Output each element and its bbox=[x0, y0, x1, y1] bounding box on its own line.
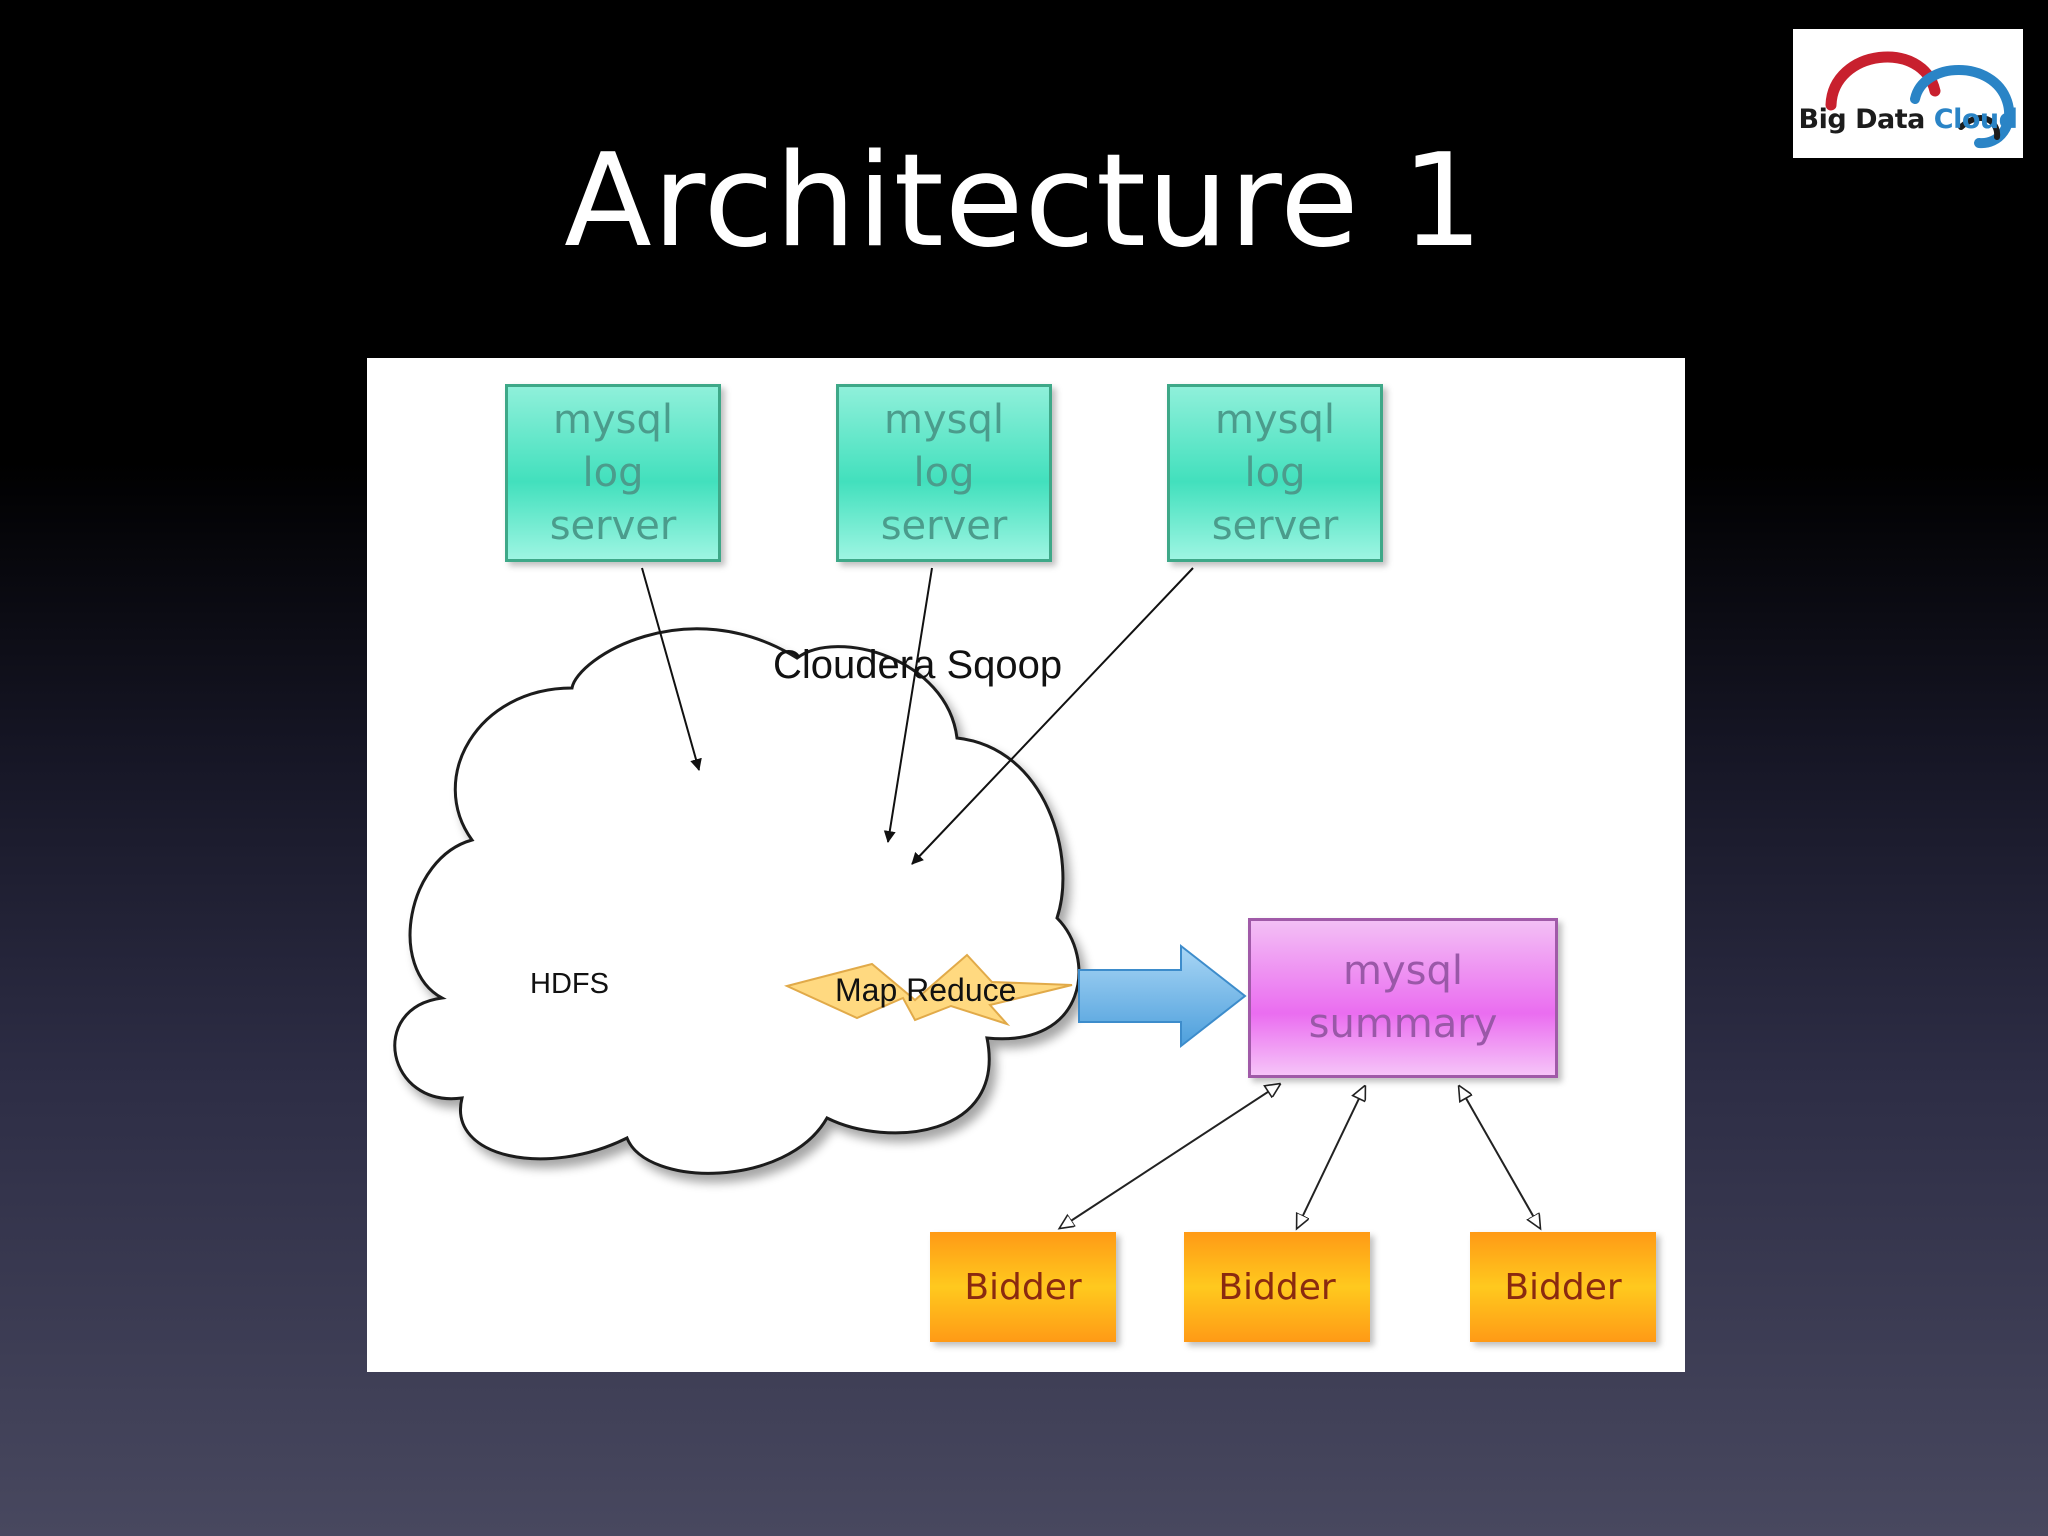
arrow-source-3-to-hdfs bbox=[911, 567, 1194, 865]
export-arrow-icon bbox=[1078, 943, 1247, 1049]
slide-title: Architecture 1 bbox=[564, 127, 1484, 276]
mysql-log-server-3-label: mysql log server bbox=[1211, 396, 1339, 549]
cloudera-sqoop-label: Cloudera Sqoop bbox=[773, 643, 1063, 687]
link-summary-bidder-3 bbox=[1459, 1086, 1540, 1228]
diagram-connectors bbox=[393, 567, 1685, 1372]
hdfs-label: HDFS bbox=[530, 968, 609, 1000]
mysql-summary-label: mysql summary bbox=[1308, 948, 1498, 1047]
big-data-cloud-logo: Big Data Cloud bbox=[1793, 29, 2023, 158]
hdfs-cloud-shape bbox=[393, 627, 1081, 1175]
mysql-log-server-2-label: mysql log server bbox=[880, 396, 1008, 549]
logo-word-big-data: Big Data bbox=[1798, 104, 1926, 135]
link-summary-bidder-1 bbox=[1060, 1084, 1280, 1228]
mysql-log-server-3: mysql log server bbox=[1167, 384, 1383, 562]
bidder-3: Bidder bbox=[1470, 1232, 1656, 1342]
bidder-2-label: Bidder bbox=[1218, 1266, 1336, 1308]
logo-word-cloud: Cloud bbox=[1933, 104, 2018, 135]
logo-arcs-icon bbox=[1825, 51, 2014, 149]
arrow-source-2-to-hdfs bbox=[883, 567, 933, 843]
map-reduce-bolt-icon bbox=[784, 953, 1073, 1027]
mysql-summary: mysql summary bbox=[1248, 918, 1558, 1078]
mysql-log-server-1-label: mysql log server bbox=[549, 396, 677, 549]
mysql-log-server-2: mysql log server bbox=[836, 384, 1052, 562]
bidder-1: Bidder bbox=[930, 1232, 1116, 1342]
bidder-2: Bidder bbox=[1184, 1232, 1370, 1342]
link-summary-bidder-2 bbox=[1297, 1086, 1365, 1228]
map-reduce-label: Map Reduce bbox=[835, 972, 1017, 1008]
arrow-source-1-to-hdfs bbox=[641, 567, 702, 771]
mysql-log-server-1: mysql log server bbox=[505, 384, 721, 562]
logo-text: Big Data Cloud bbox=[1793, 103, 2023, 137]
architecture-diagram: mysql log server mysql log server mysql … bbox=[367, 358, 1685, 1372]
bidder-3-label: Bidder bbox=[1504, 1266, 1622, 1308]
bidder-1-label: Bidder bbox=[964, 1266, 1082, 1308]
